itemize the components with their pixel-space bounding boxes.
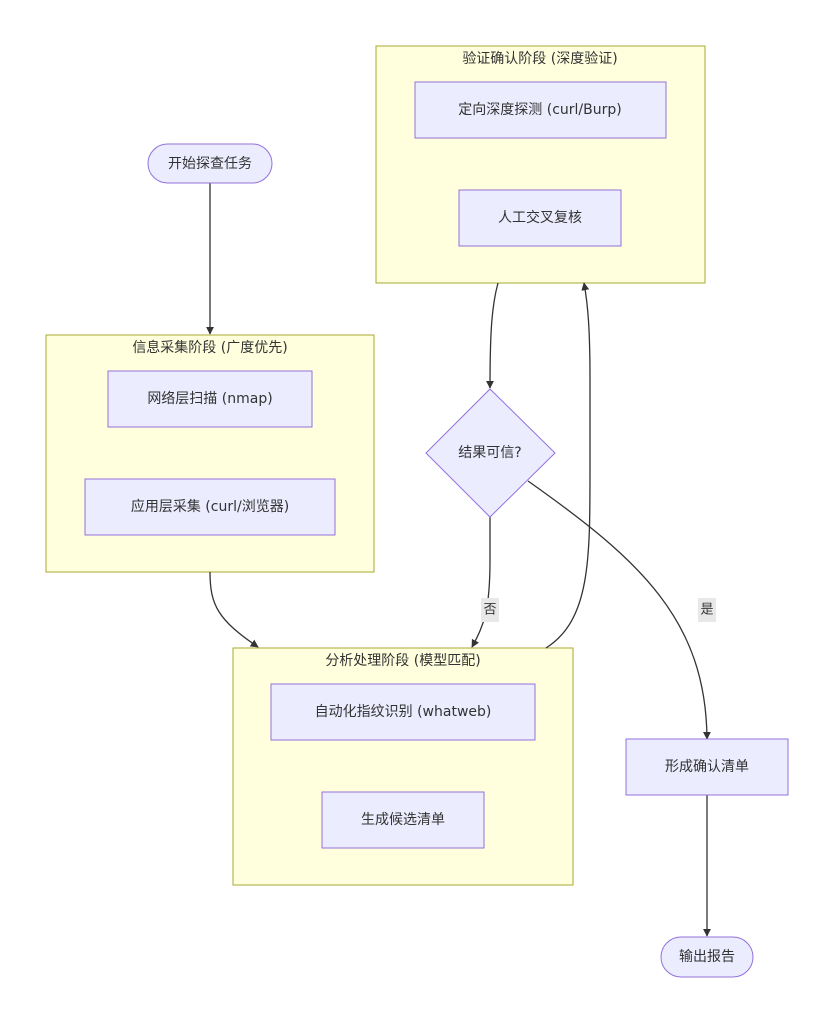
node-report-label: 输出报告 (679, 949, 735, 965)
edge-label-yes-text: 是 (700, 603, 713, 618)
edge-verify-to-decision (486, 282, 499, 389)
cluster-analyze-title: 分析处理阶段 (模型匹配) (325, 653, 480, 669)
node-start-label: 开始探查任务 (168, 156, 252, 172)
edge-label-yes: 是 (698, 598, 716, 622)
node-report[interactable]: 输出报告 (660, 936, 754, 978)
node-deepprobe[interactable]: 定向深度探测 (curl/Burp) (414, 81, 667, 139)
node-nmap-label: 网络层扫描 (nmap) (147, 391, 272, 407)
edge-label-no: 否 (481, 598, 499, 622)
node-candidate-label: 生成候选清单 (361, 812, 445, 828)
node-confirmed[interactable]: 形成确认清单 (625, 738, 789, 796)
node-whatweb-label: 自动化指纹识别 (whatweb) (315, 704, 492, 720)
edge-decision-to-analyze (471, 517, 491, 648)
node-whatweb[interactable]: 自动化指纹识别 (whatweb) (270, 683, 536, 741)
node-nmap[interactable]: 网络层扫描 (nmap) (107, 370, 313, 428)
edge-collect-to-analyze (209, 571, 259, 648)
edge-decision-to-confirmed (527, 480, 711, 740)
edge-label-no-text: 否 (483, 603, 496, 618)
edges (206, 183, 711, 937)
cluster-verify-title: 验证确认阶段 (深度验证) (462, 51, 617, 67)
node-appcollect[interactable]: 应用层采集 (curl/浏览器) (84, 478, 336, 536)
node-manual-label: 人工交叉复核 (498, 209, 582, 226)
node-manual[interactable]: 人工交叉复核 (458, 189, 622, 247)
node-start[interactable]: 开始探查任务 (147, 143, 273, 184)
node-decision[interactable]: 结果可信? (425, 388, 556, 518)
edge-analyze-to-verify (545, 282, 591, 649)
node-appcollect-label: 应用层采集 (curl/浏览器) (131, 498, 289, 515)
node-decision-label: 结果可信? (458, 445, 521, 461)
node-confirmed-label: 形成确认清单 (665, 759, 749, 775)
node-deepprobe-label: 定向深度探测 (curl/Burp) (458, 102, 621, 118)
cluster-collect-title: 信息采集阶段 (广度优先) (132, 339, 287, 356)
node-candidate[interactable]: 生成候选清单 (321, 791, 485, 849)
